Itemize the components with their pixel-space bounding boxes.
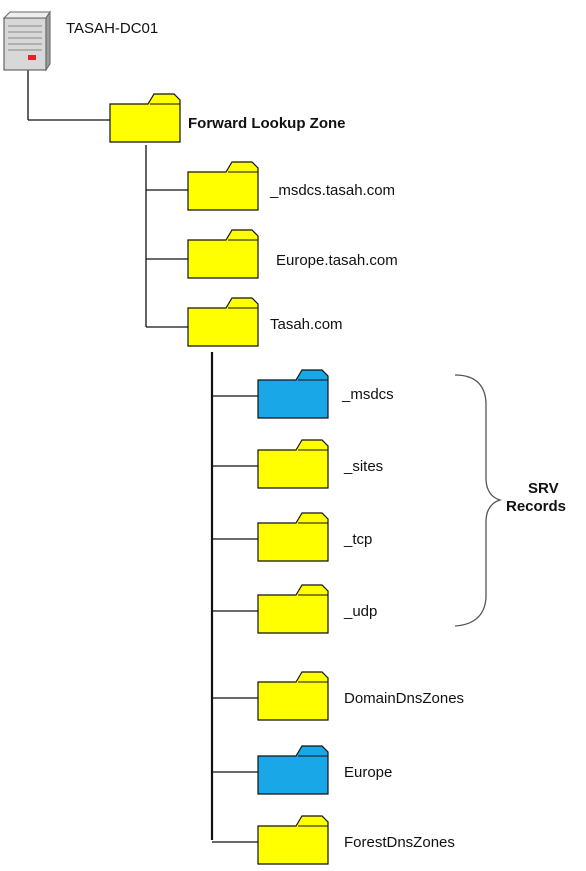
zone-label-tasah-com: Tasah.com xyxy=(270,316,343,333)
srv-records-label: SRV Records xyxy=(506,480,586,516)
icon-layer xyxy=(2,10,329,865)
zone-label-europe-tasah-com: Europe.tasah.com xyxy=(276,252,398,269)
folder-icon-msdcs xyxy=(257,369,329,419)
folder-icon-domaindnszones xyxy=(257,671,329,721)
srv-records-line-1: SRV xyxy=(528,480,559,497)
folder-icon-tcp xyxy=(257,512,329,562)
zone-label-msdcs-tasah-com: _msdcs.tasah.com xyxy=(270,182,396,199)
folder-label-tcp: _tcp xyxy=(344,531,373,548)
folder-label-forestdnszones: ForestDnsZones xyxy=(344,834,455,851)
server-label: TASAH-DC01 xyxy=(66,20,159,37)
folder-icon-europe-tasah-com xyxy=(187,229,259,279)
folder-icon-msdcs-tasah-com xyxy=(187,161,259,211)
folder-label-europe: Europe xyxy=(344,764,393,781)
folder-icon-forward-lookup-zone xyxy=(109,93,181,143)
folder-label-msdcs: _msdcs xyxy=(342,386,394,403)
srv-records-brace xyxy=(454,374,503,627)
folder-label-sites: _sites xyxy=(344,458,384,475)
server-icon xyxy=(2,10,51,72)
forward-lookup-zone-label: Forward Lookup Zone xyxy=(188,115,346,132)
folder-label-domaindnszones: DomainDnsZones xyxy=(344,690,465,707)
folder-icon-europe xyxy=(257,745,329,795)
folder-icon-forestdnszones xyxy=(257,815,329,865)
connector-lines xyxy=(27,70,258,843)
folder-icon-sites xyxy=(257,439,329,489)
folder-label-udp: _udp xyxy=(344,603,378,620)
folder-icon-tasah-com xyxy=(187,297,259,347)
folder-icon-udp xyxy=(257,584,329,634)
srv-records-line-2: Records xyxy=(506,498,567,515)
